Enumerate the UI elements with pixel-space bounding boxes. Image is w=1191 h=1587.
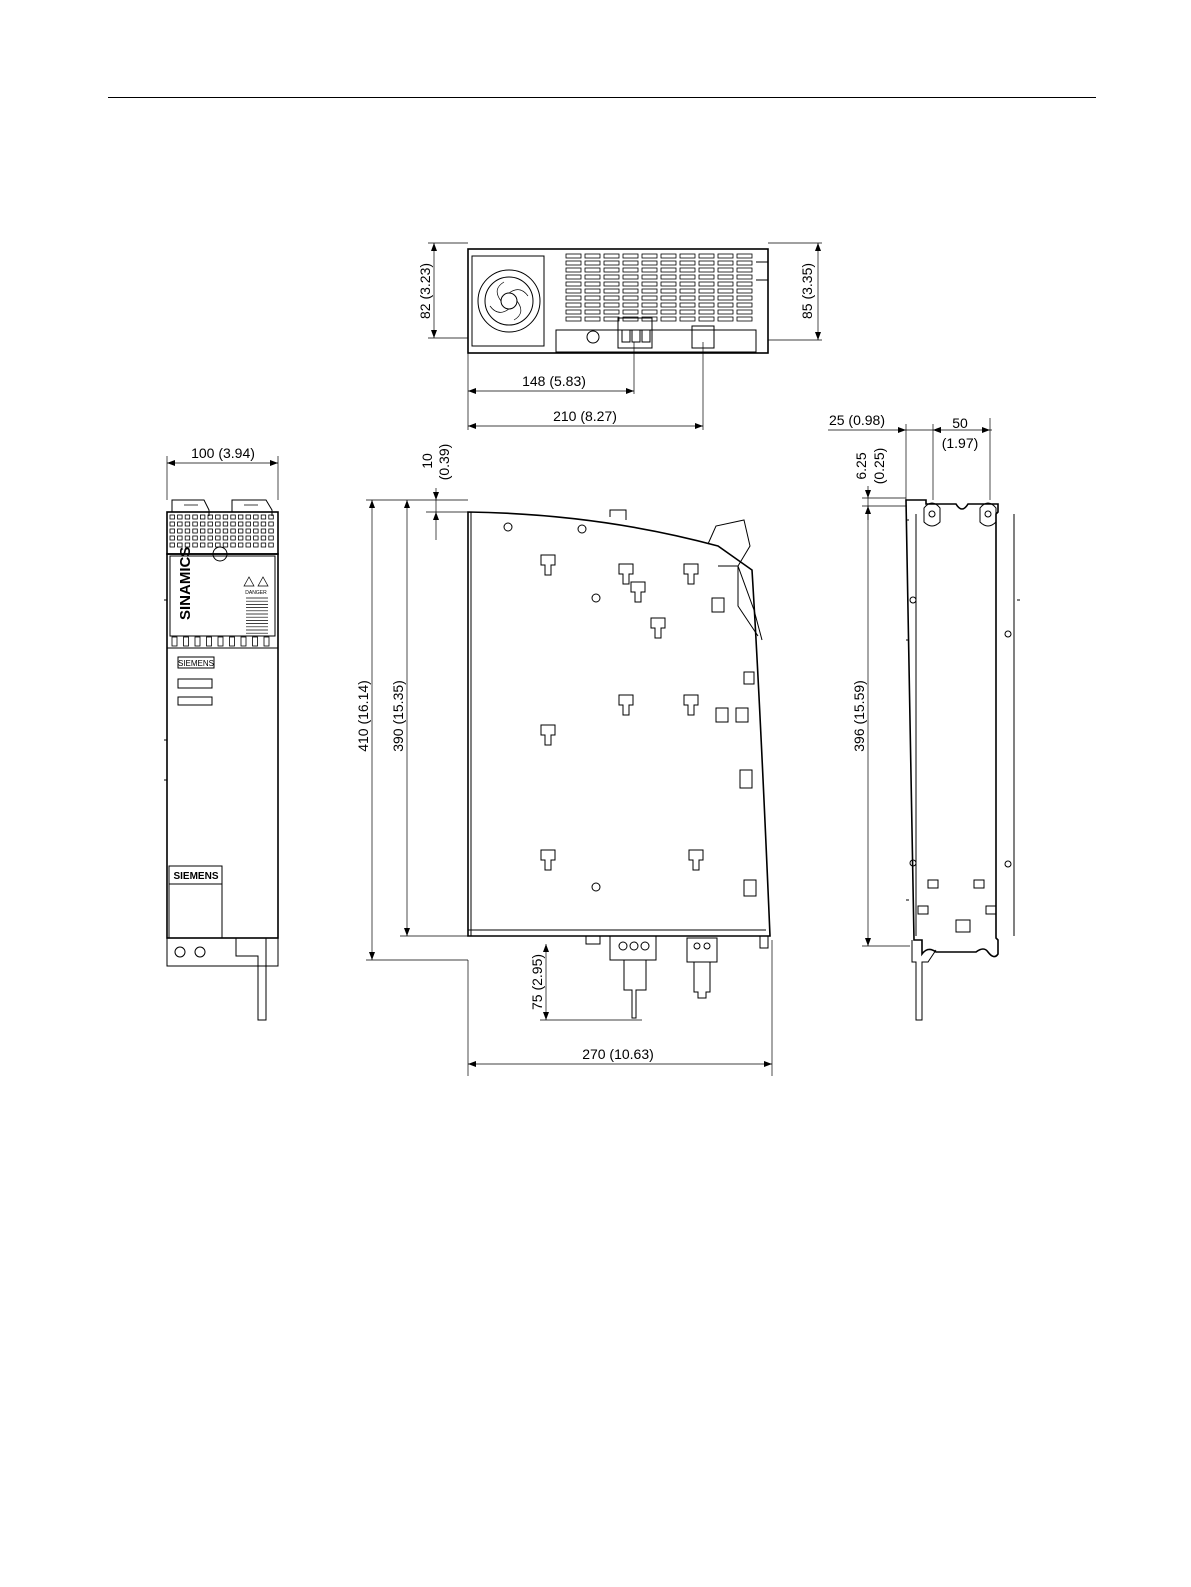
rear-view: [906, 500, 1020, 1020]
front-view: 100 (3.94) SINAMICS DANGER SIEMENS SIEME…: [164, 445, 278, 1020]
rear-label-plate: [956, 920, 970, 932]
dim-100: 100 (3.94): [191, 445, 255, 461]
dim-148: 148 (5.83): [522, 373, 586, 389]
dim-625-in: (0.25): [871, 448, 887, 485]
dim-75: 75 (2.95): [529, 954, 545, 1010]
dim-210: 210 (8.27): [553, 408, 617, 424]
dim-270: 270 (10.63): [582, 1046, 654, 1062]
dim-50-in: (1.97): [942, 435, 979, 451]
warning-icon: [244, 577, 268, 586]
top-view-dimensions: 82 (3.23) 85 (3.35) 148 (5.83) 210 (8.27…: [417, 243, 822, 430]
dim-10: 10: [419, 453, 435, 469]
dim-50: 50: [952, 415, 968, 431]
terminal-block: [618, 318, 652, 348]
dim-85: 85 (3.35): [799, 263, 815, 319]
siemens-badge-text: SIEMENS: [178, 659, 214, 668]
dim-625: 6.25: [853, 452, 869, 479]
indicator-row: [172, 637, 269, 646]
ground-screw-icon: [587, 331, 599, 343]
fan-icon: [478, 270, 540, 332]
siemens-logo: SIEMENS: [173, 871, 218, 882]
dim-410: 410 (16.14): [355, 680, 371, 752]
dim-390: 390 (15.35): [390, 680, 406, 752]
mounting-clips: [541, 555, 703, 870]
product-name: SINAMICS: [177, 547, 194, 620]
danger-label: DANGER: [245, 590, 267, 596]
side-terminal-block: [610, 936, 656, 960]
dim-25: 25 (0.98): [829, 412, 885, 428]
dim-10-in: (0.39): [436, 444, 452, 481]
top-view: [468, 249, 768, 353]
side-view: [468, 510, 770, 1018]
vent-grill: [566, 254, 752, 321]
dim-396: 396 (15.59): [851, 680, 867, 752]
label-text-lines: [246, 598, 268, 633]
dim-82: 82 (3.23): [417, 263, 433, 319]
front-vent-grill: [170, 515, 273, 547]
side-view-dimensions: 10 (0.39) 410 (16.14) 390 (15.35) 75 (2.…: [355, 444, 772, 1076]
